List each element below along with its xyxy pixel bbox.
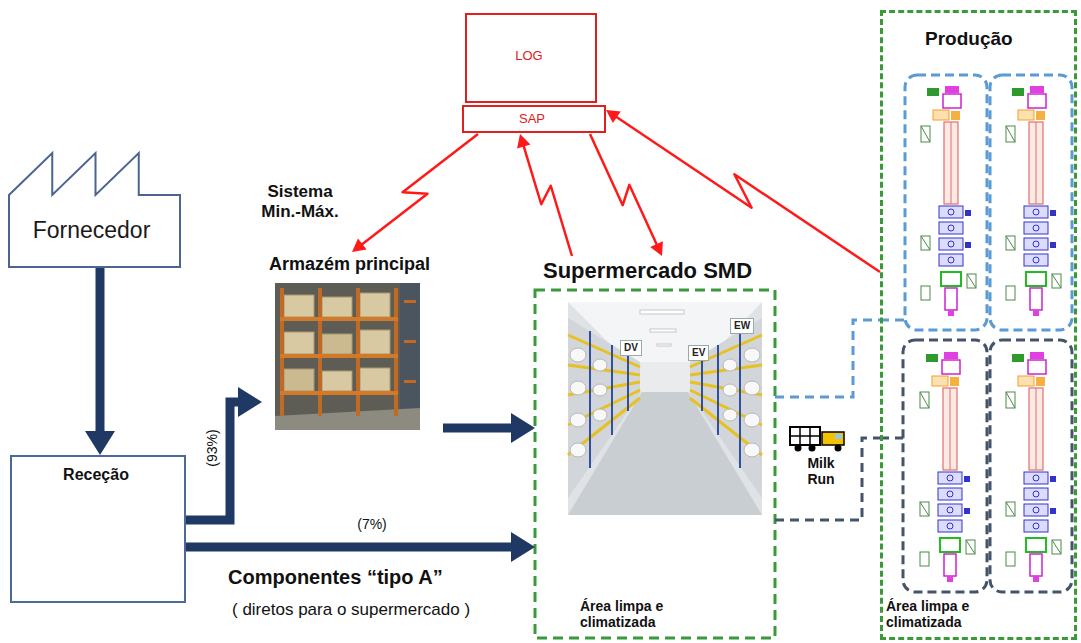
annotation-heading: Componentes “tipo A”	[228, 566, 443, 589]
connector-line	[443, 424, 516, 433]
arrow-head	[352, 239, 367, 252]
flow-arrow	[186, 387, 262, 520]
connector-line	[360, 134, 478, 246]
flow-arrow	[85, 268, 115, 455]
warehouse-photo	[275, 283, 420, 430]
connector-line	[186, 543, 516, 552]
aisle-sign: DV	[620, 340, 642, 356]
signal-bolt	[606, 110, 880, 272]
edge-label: (93%)	[204, 423, 220, 473]
milk-run-route	[775, 320, 880, 397]
supermarket-photo	[568, 302, 762, 515]
truck-icon	[790, 427, 844, 452]
supplier-factory: Fornecedor	[8, 145, 181, 268]
warehouse-node: Armazém principal	[262, 252, 443, 432]
milk-run-label: Milk Run	[800, 455, 842, 487]
clean-area-outline	[535, 290, 775, 638]
signal-bolt	[352, 134, 478, 252]
signal-bolt	[517, 134, 572, 256]
reception-box: Receção	[10, 455, 186, 603]
arrow-head	[238, 387, 262, 417]
node-text: SAP	[464, 112, 600, 127]
arrow-head	[517, 134, 530, 148]
arrow-head	[511, 532, 535, 562]
flow-arrow	[186, 532, 535, 562]
edge-label: Sistema Min.-Máx.	[250, 182, 350, 221]
node-heading: Armazém principal	[262, 254, 437, 275]
arrow-head	[650, 241, 663, 256]
annotation-note: ( diretos para o supermercado )	[232, 600, 470, 620]
connector-line	[186, 402, 243, 520]
supermarket-area: Supermercado SMD Área limpa e climatizada	[535, 256, 775, 638]
arrow-head	[85, 431, 115, 455]
connector-line	[590, 134, 658, 247]
connector-line	[523, 144, 572, 256]
edge-label: (7%)	[347, 516, 397, 532]
node-text: Área limpa e climatizada	[886, 598, 991, 630]
node-heading: Fornecedor	[8, 217, 175, 243]
flow-arrow	[443, 413, 535, 443]
connector-line	[96, 268, 105, 436]
node-heading: Produção	[925, 28, 1013, 50]
node-heading: Supermercado SMD	[543, 258, 752, 283]
node-heading: LOG	[466, 49, 592, 64]
connector-line	[775, 320, 880, 397]
factory-outline	[8, 145, 181, 268]
signal-bolt	[590, 134, 663, 256]
arrow-head	[511, 413, 535, 443]
arrow-head	[606, 110, 621, 123]
node-heading: Receção	[12, 457, 180, 493]
production-lines	[880, 75, 1072, 592]
aisle-sign: EV	[688, 345, 709, 361]
computer-node: LOG SAP	[462, 12, 606, 134]
milk-run-route	[775, 438, 880, 520]
connector-line	[615, 116, 880, 272]
production-area: ProduçãoÁrea limpa e climatizada	[880, 10, 1077, 640]
aisle-sign: EW	[730, 318, 754, 334]
connector-line	[775, 438, 880, 520]
node-text: Área limpa e climatizada	[580, 598, 685, 630]
